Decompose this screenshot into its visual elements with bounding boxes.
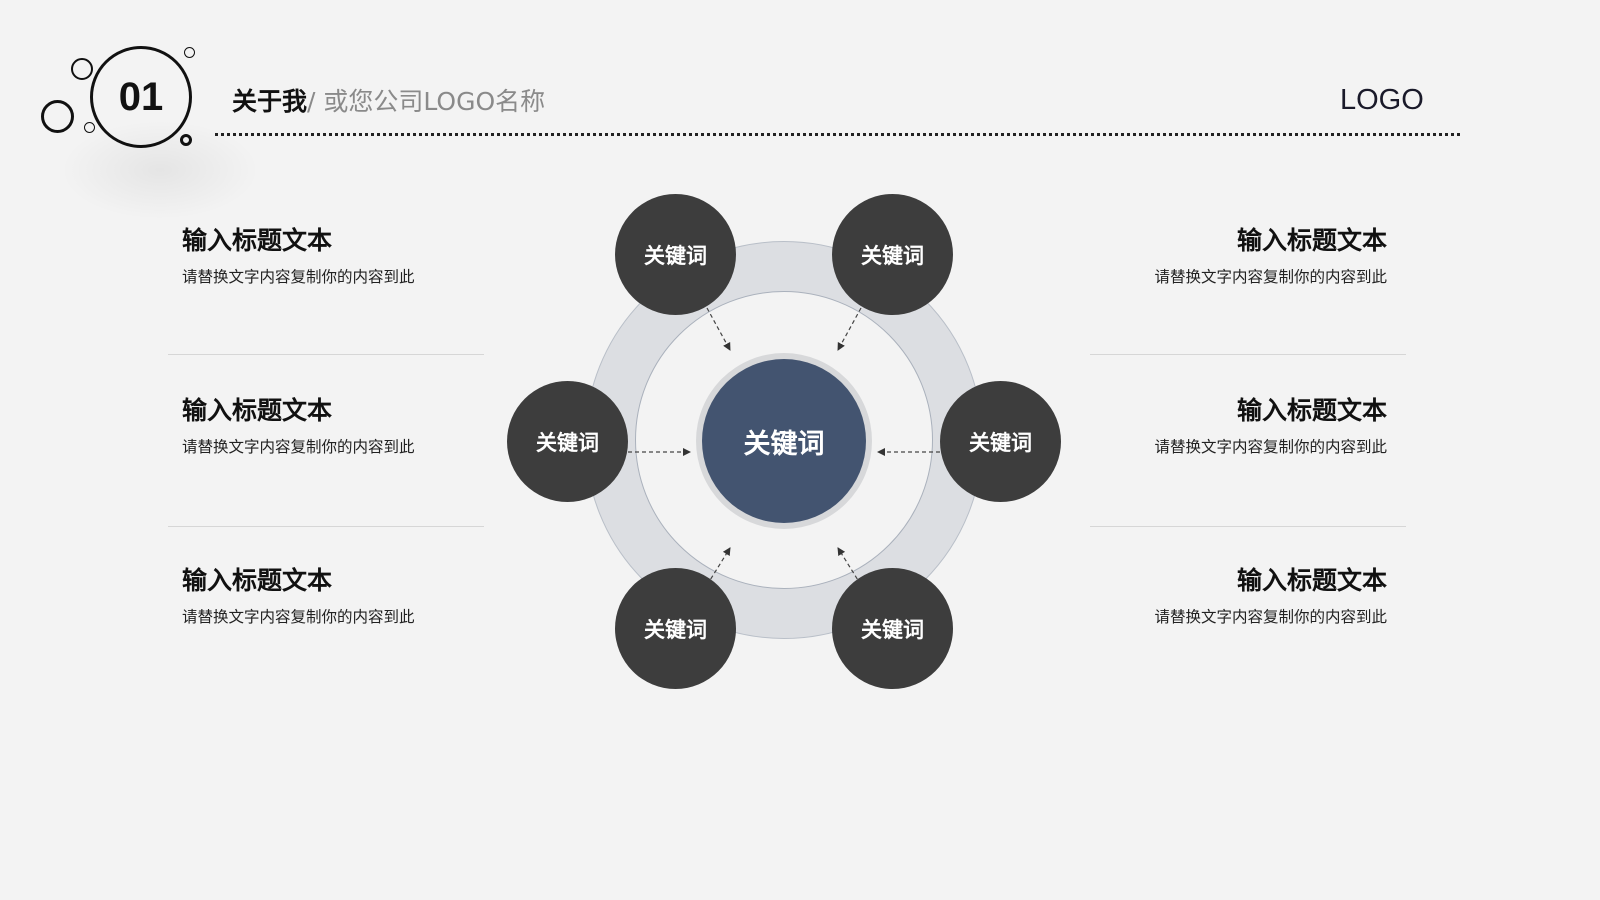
block-description: 请替换文字内容复制你的内容到此	[1154, 608, 1387, 626]
divider	[168, 354, 484, 355]
block-title: 输入标题文本	[1236, 396, 1387, 425]
page-title-sub: / 或您公司LOGO名称	[307, 87, 546, 116]
block-title: 输入标题文本	[182, 396, 333, 425]
block-description: 请替换文字内容复制你的内容到此	[182, 608, 415, 626]
header-divider	[215, 133, 1460, 136]
keyword-circle-bottom-right: 关键词	[832, 568, 953, 689]
keyword-circle-right: 关键词	[940, 381, 1061, 502]
left-text-block: 输入标题文本 请替换文字内容复制你的内容到此	[182, 224, 502, 288]
keyword-label: 关键词	[644, 243, 707, 268]
right-text-block: 输入标题文本 请替换文字内容复制你的内容到此	[1067, 394, 1387, 458]
left-text-block: 输入标题文本 请替换文字内容复制你的内容到此	[182, 394, 502, 458]
keyword-label: 关键词	[861, 243, 924, 268]
keyword-circle-top-right: 关键词	[832, 194, 953, 315]
keyword-label: 关键词	[536, 430, 599, 455]
section-number-text: 01	[118, 74, 164, 119]
page-title-main: 关于我	[232, 87, 308, 116]
block-description: 请替换文字内容复制你的内容到此	[1154, 438, 1387, 456]
block-description: 请替换文字内容复制你的内容到此	[182, 438, 415, 456]
keyword-label: 关键词	[861, 617, 924, 642]
divider	[1090, 526, 1406, 527]
decorative-circle-icon	[180, 134, 192, 146]
center-keyword-circle: 关键词	[702, 359, 866, 523]
section-number: 01	[90, 46, 192, 148]
block-title: 输入标题文本	[182, 226, 333, 255]
logo: LOGO	[1340, 84, 1424, 116]
block-title: 输入标题文本	[182, 566, 333, 595]
keyword-circle-left: 关键词	[507, 381, 628, 502]
decorative-circle-icon	[41, 100, 74, 133]
block-title: 输入标题文本	[1236, 226, 1387, 255]
block-title: 输入标题文本	[1236, 566, 1387, 595]
keyword-circle-top-left: 关键词	[615, 194, 736, 315]
divider	[168, 526, 484, 527]
right-text-block: 输入标题文本 请替换文字内容复制你的内容到此	[1067, 224, 1387, 288]
decorative-circle-icon	[184, 47, 195, 58]
decorative-circle-icon	[84, 122, 95, 133]
left-text-block: 输入标题文本 请替换文字内容复制你的内容到此	[182, 564, 502, 628]
block-description: 请替换文字内容复制你的内容到此	[182, 268, 415, 286]
center-keyword-label: 关键词	[743, 428, 825, 460]
divider	[1090, 354, 1406, 355]
decorative-circle-icon	[71, 58, 93, 80]
page-title: 关于我/ 或您公司LOGO名称	[232, 82, 545, 118]
keyword-circle-bottom-left: 关键词	[615, 568, 736, 689]
block-description: 请替换文字内容复制你的内容到此	[1154, 268, 1387, 286]
right-text-block: 输入标题文本 请替换文字内容复制你的内容到此	[1067, 564, 1387, 628]
keyword-label: 关键词	[644, 617, 707, 642]
keyword-label: 关键词	[969, 430, 1032, 455]
